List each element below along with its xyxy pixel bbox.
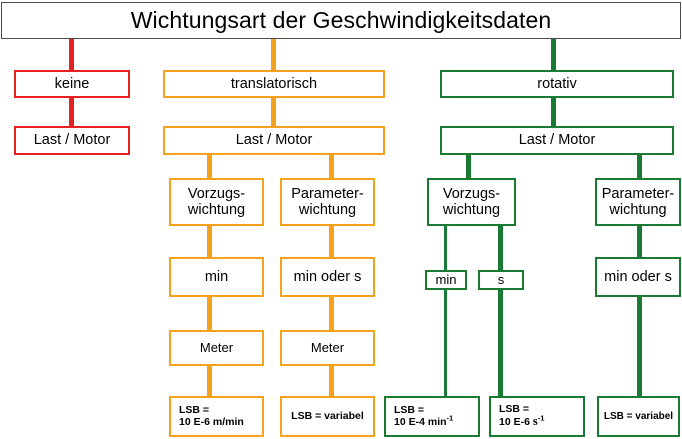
lsb-text: LSB = 10 E-6 m/min [171,403,244,429]
page-title: Wichtungsart der Geschwindigkeitsdaten [1,2,681,39]
connector-green-min-oder-s-to-lsb [637,295,642,397]
lsb-exponent: -1 [446,413,454,422]
connector-title-to-rotativ [551,38,556,72]
node-translatorisch-vorzugswichtung[interactable]: Vorzugs- wichtung [169,178,264,226]
lsb-line2: 10 E-6 m/min [179,415,244,428]
connector-green-parameter-to-min-oder-s [637,224,642,259]
connector-green-last-motor-to-parameterwichtung [637,153,642,180]
connector-orange-last-motor-to-vorzugswichtung [207,153,212,180]
connector-orange-meter2-to-lsb [329,364,334,397]
node-rotativ-parameterwichtung[interactable]: Parameter- wichtung [595,178,681,226]
node-translatorisch-vorzugs-unit[interactable]: min [169,257,264,297]
node-keine-last-motor[interactable]: Last / Motor [14,126,130,155]
node-rotativ-parameter-unit[interactable]: min oder s [595,257,681,297]
node-translatorisch-parameterwichtung[interactable]: Parameter- wichtung [280,178,375,226]
connector-orange-min-oder-s-to-meter [329,295,334,332]
connector-green-last-motor-to-vorzugswichtung [466,153,471,180]
connector-keine-to-last-motor [69,96,74,128]
lsb-line2: 10 E-6 [499,416,533,429]
connector-green-vorzugs-to-min [444,224,447,271]
connector-orange-parameter-to-min-oder-s [329,224,334,259]
node-rotativ-vorzugswichtung[interactable]: Vorzugs- wichtung [427,178,516,226]
connector-green-min-to-lsb [444,270,447,398]
lsb-text: LSB = 10 E-4 min-1 [386,403,454,429]
lsb-line1: LSB = [499,402,530,415]
connector-orange-vorzugs-to-min [207,224,212,259]
lsb-unit: s [532,414,538,429]
connector-title-to-keine [69,38,74,72]
lsb-text: LSB = 10 E-6 s-1 [491,402,545,430]
connector-orange-meter-to-lsb [207,364,212,397]
node-rotativ-last-motor[interactable]: Last / Motor [440,126,674,155]
node-translatorisch[interactable]: translatorisch [163,70,385,98]
lsb-line2: 10 E-4 min [394,415,447,428]
node-keine[interactable]: keine [14,70,130,98]
node-translatorisch-last-motor[interactable]: Last / Motor [163,126,385,155]
node-translatorisch-vorzugs-lsb[interactable]: LSB = 10 E-6 m/min [169,396,264,437]
connector-orange-min-to-meter [207,295,212,332]
connector-title-to-translatorisch [271,38,276,72]
node-rotativ-vorzugs-lsb-s[interactable]: LSB = 10 E-6 s-1 [489,396,585,437]
connector-translatorisch-to-last-motor [271,96,276,128]
node-translatorisch-parameter-lsb[interactable]: LSB = variabel [280,396,375,437]
node-translatorisch-parameter-unit[interactable]: min oder s [280,257,375,297]
node-rotativ-parameter-lsb[interactable]: LSB = variabel [597,396,680,437]
lsb-line1: LSB = [179,403,210,416]
node-rotativ-vorzugs-unit-s[interactable]: s [478,270,524,290]
connector-orange-last-motor-to-parameterwichtung [329,153,334,180]
node-translatorisch-parameter-quantity[interactable]: Meter [280,330,375,366]
lsb-line1: LSB = [394,403,425,416]
node-rotativ[interactable]: rotativ [440,70,674,98]
connector-rotativ-to-last-motor [551,96,556,128]
lsb-exponent: -1 [537,413,545,423]
connector-green-vorzugs-to-s [498,224,503,271]
node-rotativ-vorzugs-unit-min[interactable]: min [425,270,467,290]
connector-green-s-to-lsb [498,270,503,398]
node-translatorisch-vorzugs-quantity[interactable]: Meter [169,330,264,366]
node-rotativ-vorzugs-lsb-min[interactable]: LSB = 10 E-4 min-1 [384,396,480,437]
